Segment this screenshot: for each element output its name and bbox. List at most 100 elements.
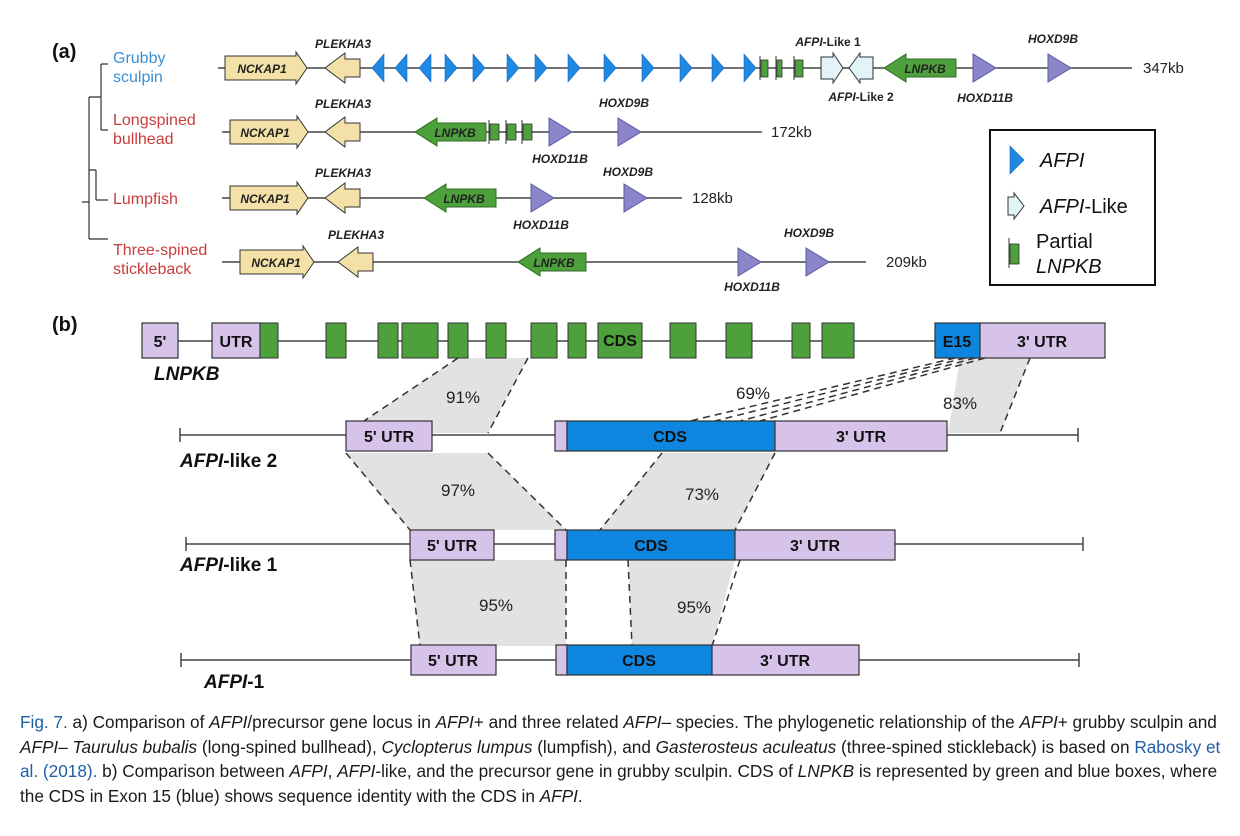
length-grubby: 347kb [1143, 60, 1184, 77]
hoxd9b-gene [805, 247, 830, 277]
hoxd11b-gene [972, 53, 997, 83]
partial-lnpkb-exons [488, 120, 533, 144]
afpi-icon [418, 53, 432, 83]
species-grubby-line1: Grubby [113, 50, 165, 67]
afpi-like1-gene [820, 51, 844, 85]
lnpkb-utr-label: UTR [220, 334, 253, 351]
afpi-like1-structure: 5' UTR CDS 3' UTR AFPI-like 1 [179, 529, 1084, 576]
locus-lumpfish: NCKAP1 PLEKHA3 LNPKB HOXD11B HOXD9B 128k… [222, 165, 733, 232]
afpi-icon [534, 53, 548, 83]
length-stickleback: 209kb [886, 254, 927, 271]
like1-cds-label: CDS [634, 538, 668, 555]
hoxd9b-gene [1047, 53, 1072, 83]
lnpkb-gene-label: LNPKB [154, 364, 220, 385]
locus-longspined-bullhead: NCKAP1 PLEKHA3 LNPKB HOXD11B HOXD9B 172k… [222, 96, 812, 166]
afpi-gene-copies [371, 53, 757, 83]
caption-fig-label: Fig. 7. [20, 712, 68, 732]
plekha3-label: PLEKHA3 [315, 37, 371, 51]
identity-dashes [345, 357, 1031, 647]
lnpkb-label: LNPKB [533, 256, 575, 270]
lnpkb-gene [423, 183, 497, 213]
lnpkb-e15-label: E15 [943, 334, 972, 351]
nckap1-label: NCKAP1 [251, 256, 301, 270]
length-lumpfish: 128kb [692, 190, 733, 207]
nckap1-gene [229, 114, 309, 150]
figure-canvas: (a) Grubby sculpin Longspined bullhead L… [52, 32, 1184, 693]
pct-like1-afpi1-utr: 95% [479, 596, 513, 615]
like2-5utr-label: 5' UTR [364, 429, 414, 446]
nckap1-label: NCKAP1 [240, 126, 290, 140]
hoxd9b-label: HOXD9B [599, 96, 649, 110]
species-longspined-line2: bullhead [113, 131, 174, 148]
species-grubby-line2: sculpin [113, 69, 163, 86]
hoxd11b-gene [737, 247, 762, 277]
lnpkb-5-label: 5' [154, 334, 167, 351]
legend-afpi-like: AFPI-Like [1039, 196, 1128, 218]
afpi-icon [641, 53, 655, 83]
lnpkb-e15-box [934, 322, 981, 359]
nckap1-gene [224, 50, 308, 86]
lnpkb-label: LNPKB [434, 126, 476, 140]
afpi-icon [679, 53, 693, 83]
figure-caption: Fig. 7. a) Comparison of AFPI/precursor … [20, 712, 1221, 806]
pct-like2-like1-utr: 97% [441, 481, 475, 500]
like1-3utr-label: 3' UTR [790, 538, 840, 555]
lnpkb-label: LNPKB [904, 62, 946, 76]
nckap1-gene [229, 180, 309, 216]
plekha3-label: PLEKHA3 [315, 97, 371, 111]
afpi1-3utr-label: 3' UTR [760, 653, 810, 670]
like1-5utr-label: 5' UTR [427, 538, 477, 555]
locus-stickleback: NCKAP1 PLEKHA3 LNPKB HOXD11B HOXD9B 209k… [222, 226, 927, 294]
lnpkb-gene [883, 53, 957, 83]
lnpkb-exons [259, 322, 855, 359]
lnpkb-structure: 5' UTR CDS E15 3' UTR LNPKB [141, 322, 1106, 385]
partial-lnpkb-exons [759, 56, 804, 80]
afpi-icon [371, 53, 385, 83]
afpi-icon [506, 53, 520, 83]
lnpkb-utr-box [211, 322, 261, 359]
afpi-icon [394, 53, 408, 83]
legend-partial-line2: LNPKB [1036, 256, 1102, 278]
pct-like1-afpi1-cds: 95% [677, 598, 711, 617]
hoxd11b-gene [548, 117, 573, 147]
lnpkb-label: LNPKB [443, 192, 485, 206]
hoxd9b-gene [623, 183, 648, 213]
like2-3utr-label: 3' UTR [836, 429, 886, 446]
afpi-like-legend-icon [1007, 191, 1025, 221]
pct-lnpkb-like2-utr: 91% [446, 388, 480, 407]
legend: AFPI AFPI-Like Partial LNPKB [989, 129, 1156, 286]
afpi-legend-icon [1009, 145, 1025, 175]
hoxd9b-label: HOXD9B [784, 226, 834, 240]
hoxd11b-label: HOXD11B [957, 91, 1013, 105]
pct-e15-like2-cds: 69% [736, 384, 770, 403]
identity-percentages: 91% 69% 83% 97% 73% 95% 95% [441, 384, 977, 617]
afpi-like1-label: AFPI-Like 1 [794, 35, 861, 49]
plekha3-gene [337, 246, 374, 278]
afpi-icon [472, 53, 486, 83]
hoxd11b-label: HOXD11B [532, 152, 588, 166]
pct-3utr-like2: 83% [943, 394, 977, 413]
legend-partial-line1: Partial [1036, 231, 1093, 253]
afpi1-name-label: AFPI-1 [203, 672, 265, 693]
identity-shading [346, 358, 1030, 646]
afpi-icon [444, 53, 458, 83]
afpi-icon [603, 53, 617, 83]
afpi-like2-structure: 5' UTR CDS 3' UTR AFPI-like 2 [179, 420, 1079, 472]
pct-like2-like1-cds: 73% [685, 485, 719, 504]
nckap1-gene [239, 244, 315, 280]
like1-3utr-box [734, 529, 896, 561]
nckap1-label: NCKAP1 [240, 192, 290, 206]
lnpkb-3utr-box [979, 322, 1106, 359]
afpi1-structure: 5' UTR CDS 3' UTR AFPI-1 [180, 644, 1080, 693]
afpi-like2-gene [848, 51, 874, 85]
caption-reference-link[interactable]: Rabosky et al. (2018). [20, 736, 1221, 782]
hoxd9b-label: HOXD9B [603, 165, 653, 179]
lnpkb-gene [517, 247, 587, 277]
like1-name-label: AFPI-like 1 [179, 555, 278, 576]
plekha3-gene [324, 116, 361, 148]
hoxd11b-label: HOXD11B [513, 218, 569, 232]
like2-5utr-box [345, 420, 433, 452]
plekha3-label: PLEKHA3 [328, 228, 384, 242]
like2-cds-label: CDS [653, 429, 687, 446]
afpi1-5utr-label: 5' UTR [428, 653, 478, 670]
